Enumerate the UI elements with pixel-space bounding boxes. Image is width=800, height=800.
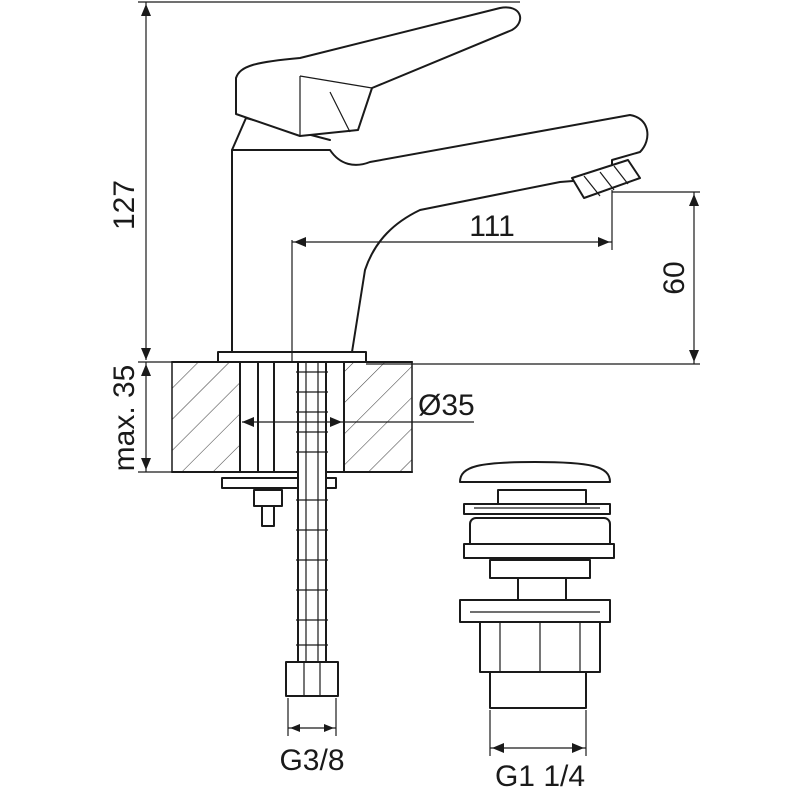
dimension-spout-reach: 111 bbox=[291, 190, 613, 362]
countertop-section bbox=[171, 361, 413, 473]
dimension-max-thickness: max. 35 bbox=[108, 361, 172, 473]
supply-hose bbox=[221, 361, 339, 697]
aerator bbox=[571, 159, 641, 199]
dimension-waste-thread: G1 1/4 bbox=[489, 710, 587, 793]
dimension-spout-height: 60 bbox=[366, 191, 700, 365]
dim-label-inlet-thread: G3/8 bbox=[279, 744, 344, 777]
faucet-body bbox=[217, 114, 649, 363]
dimension-height-total: 127 bbox=[108, 1, 520, 360]
dimension-inlet-thread: G3/8 bbox=[279, 698, 345, 777]
dim-label-spout-reach: 111 bbox=[469, 210, 515, 243]
dimension-hole-diameter: Ø35 bbox=[242, 389, 475, 427]
popup-waste bbox=[459, 461, 615, 709]
dim-label-max-thickness: max. 35 bbox=[108, 365, 141, 472]
dim-label-hole-diameter: Ø35 bbox=[418, 389, 475, 422]
dim-label-waste-thread: G1 1/4 bbox=[495, 760, 585, 793]
dim-label-height-total: 127 bbox=[108, 180, 141, 230]
dim-label-spout-height: 60 bbox=[658, 261, 691, 294]
lever-handle bbox=[235, 6, 522, 137]
hose-ribbing bbox=[296, 371, 328, 646]
